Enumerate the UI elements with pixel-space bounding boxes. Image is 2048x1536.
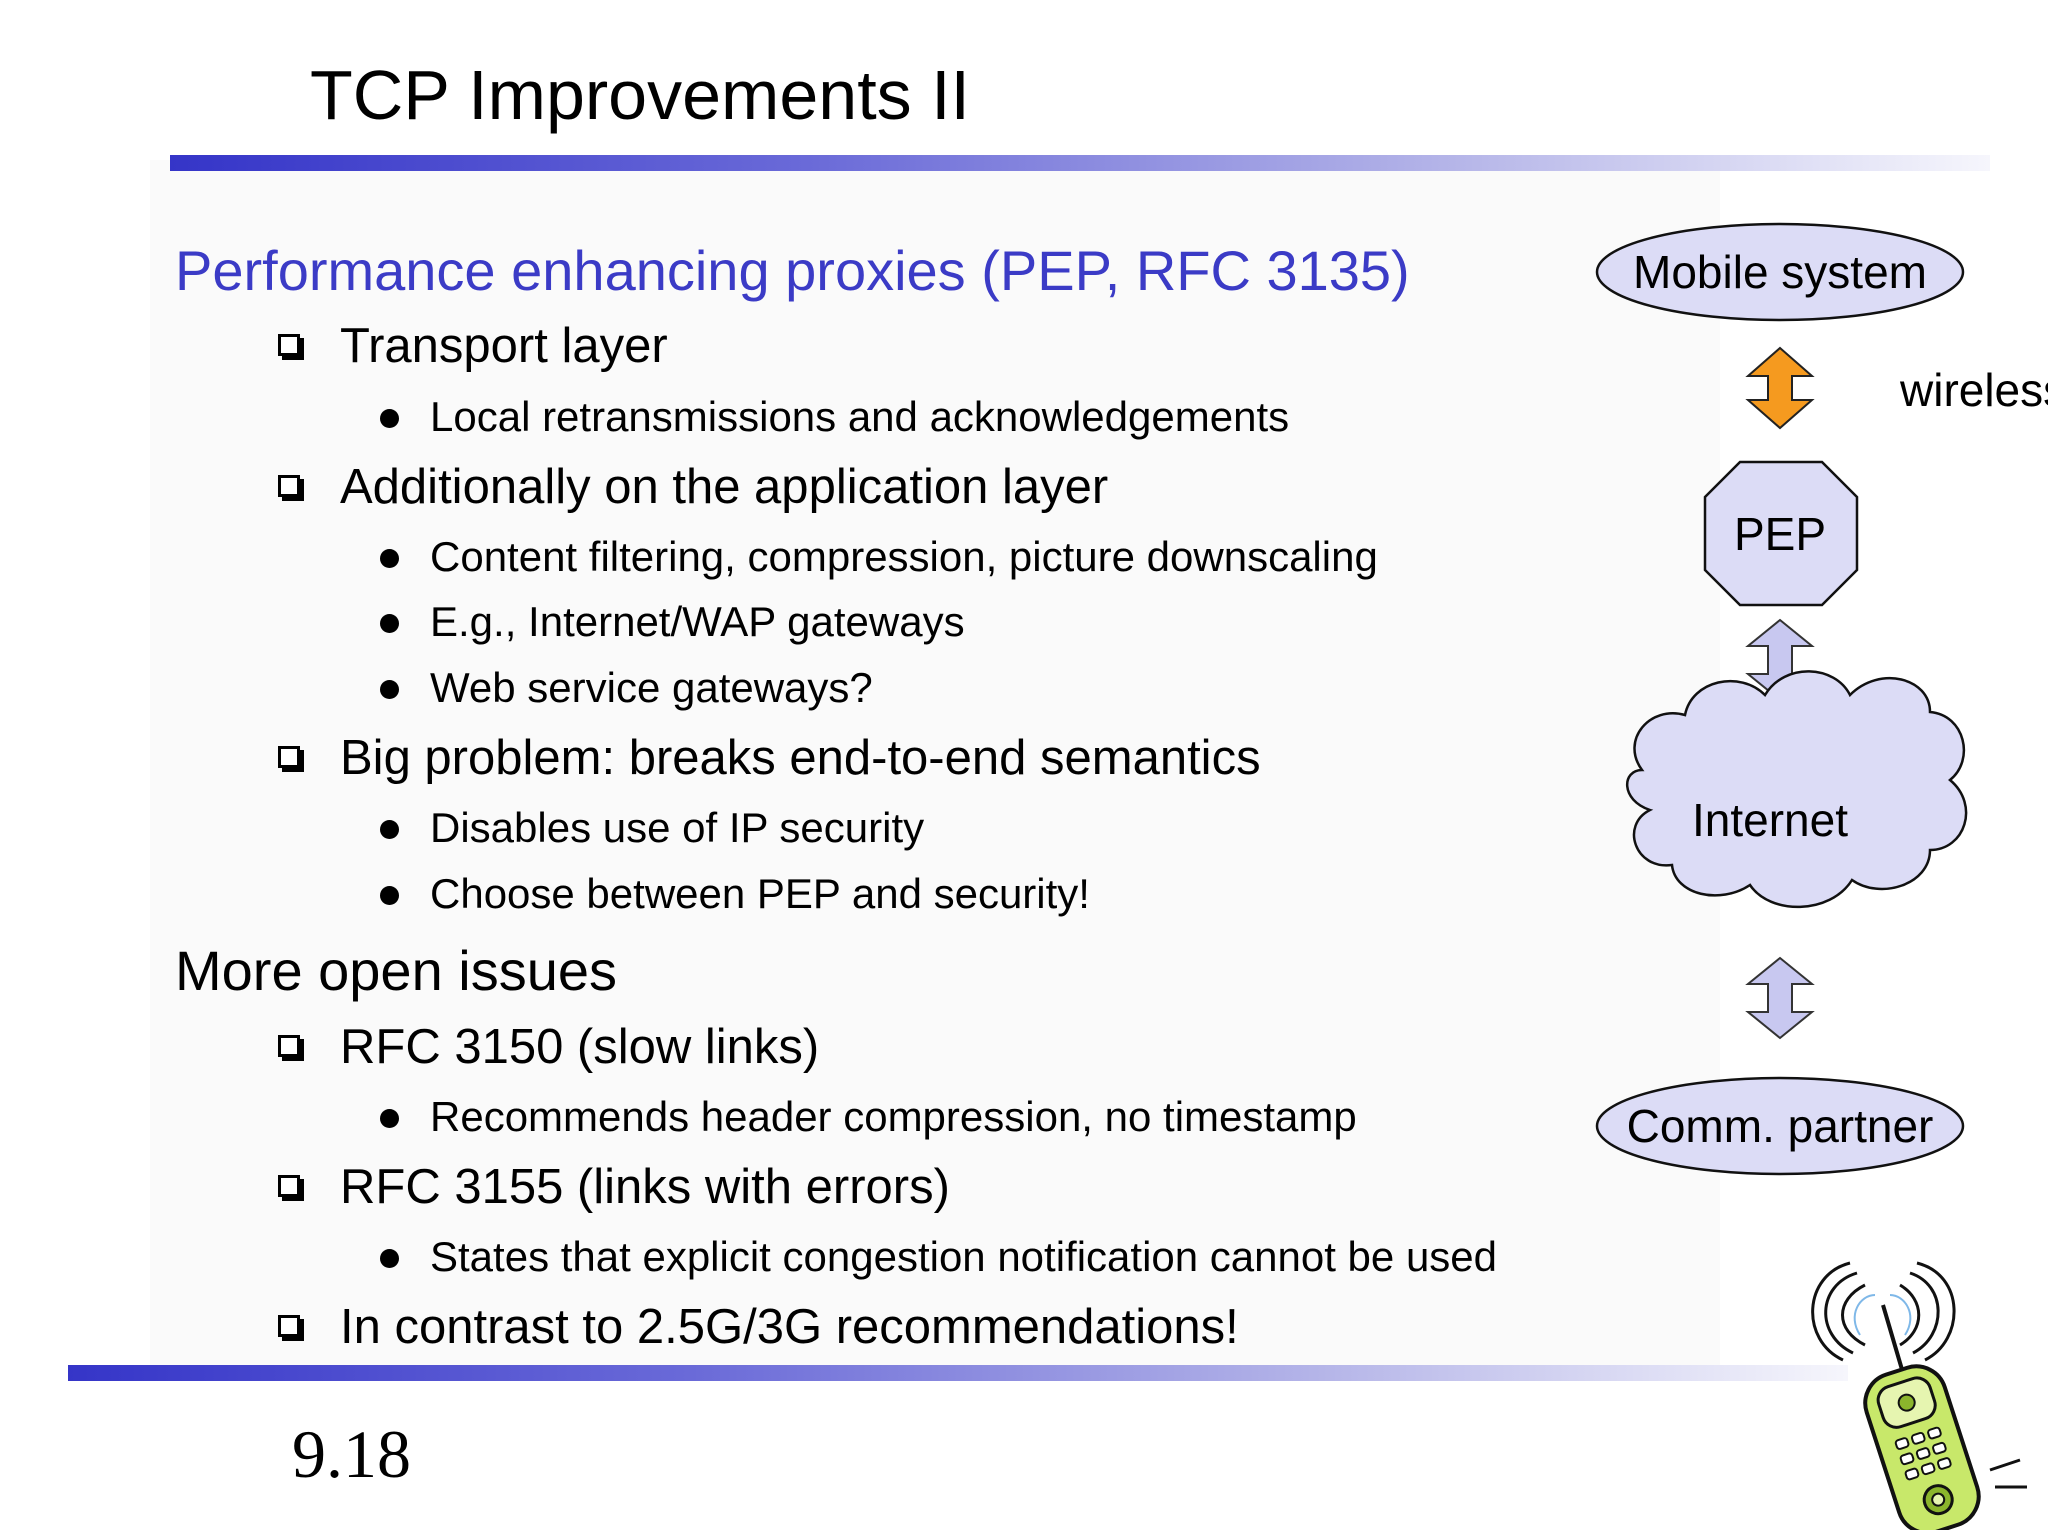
subbullet-text: Content filtering, compression, picture … bbox=[430, 533, 1378, 580]
square-bullet-icon bbox=[278, 746, 300, 768]
title-divider bbox=[170, 155, 1990, 171]
section-heading-open-issues: More open issues bbox=[175, 939, 618, 1002]
pep-node bbox=[1703, 460, 1859, 607]
content-background bbox=[150, 160, 1720, 1380]
subbullet-text: Web service gateways? bbox=[430, 664, 873, 711]
comm-partner-label: Comm. partner bbox=[1626, 1100, 1934, 1152]
footer-divider bbox=[68, 1365, 1848, 1381]
subbullet-text: Choose between PEP and security! bbox=[430, 870, 1090, 917]
comm-partner-node bbox=[1595, 1076, 1965, 1176]
wireless-label: wireless bbox=[1900, 364, 2048, 416]
round-bullet-icon bbox=[380, 549, 399, 568]
mobile-system-node bbox=[1595, 222, 1965, 322]
square-bullet-icon bbox=[278, 334, 300, 356]
square-bullet-icon bbox=[278, 1175, 300, 1197]
round-bullet-icon bbox=[380, 1109, 399, 1128]
slide-title: TCP Improvements II bbox=[310, 56, 971, 134]
bullet-text: Big problem: breaks end-to-end semantics bbox=[340, 731, 1261, 785]
bullet-text: Additionally on the application layer bbox=[340, 460, 1109, 514]
round-bullet-icon bbox=[380, 886, 399, 905]
round-bullet-icon bbox=[380, 409, 399, 428]
round-bullet-icon bbox=[380, 680, 399, 699]
pep-diagram-graphics bbox=[1595, 222, 1968, 1176]
section-heading-pep: Performance enhancing proxies (PEP, RFC … bbox=[175, 239, 1410, 302]
square-bullet-icon bbox=[278, 1035, 300, 1057]
round-bullet-icon bbox=[380, 820, 399, 839]
wireless-arrow-icon bbox=[1745, 346, 1815, 430]
internet-partner-arrow-icon bbox=[1745, 956, 1815, 1040]
internet-cloud-node bbox=[1626, 670, 1968, 909]
pep-diagram: Mobile system wireless PEP Internet Comm… bbox=[1580, 200, 2048, 1200]
subbullet-text: States that explicit congestion notifica… bbox=[430, 1233, 1498, 1280]
bullet-text: RFC 3150 (slow links) bbox=[340, 1020, 820, 1074]
bullet-text: In contrast to 2.5G/3G recommendations! bbox=[340, 1300, 1239, 1354]
square-bullet-icon bbox=[278, 1315, 300, 1337]
subbullet-text: Recommends header compression, no timest… bbox=[430, 1093, 1357, 1140]
square-bullet-icon bbox=[278, 475, 300, 497]
page-number: 9.18 bbox=[292, 1416, 411, 1492]
pep-label: PEP bbox=[1733, 508, 1827, 560]
subbullet-text: Disables use of IP security bbox=[430, 804, 925, 851]
subbullet-text: E.g., Internet/WAP gateways bbox=[430, 598, 965, 645]
mobile-phone-clipart-icon bbox=[1811, 1261, 2027, 1530]
internet-label: Internet bbox=[1692, 794, 1848, 846]
bullet-text: RFC 3155 (links with errors) bbox=[340, 1160, 950, 1214]
subbullet-text: Local retransmissions and acknowledgemen… bbox=[430, 393, 1290, 440]
round-bullet-icon bbox=[380, 614, 399, 633]
bullet-text: Transport layer bbox=[340, 319, 668, 373]
round-bullet-icon bbox=[380, 1249, 399, 1268]
mobile-system-label: Mobile system bbox=[1633, 246, 1927, 298]
